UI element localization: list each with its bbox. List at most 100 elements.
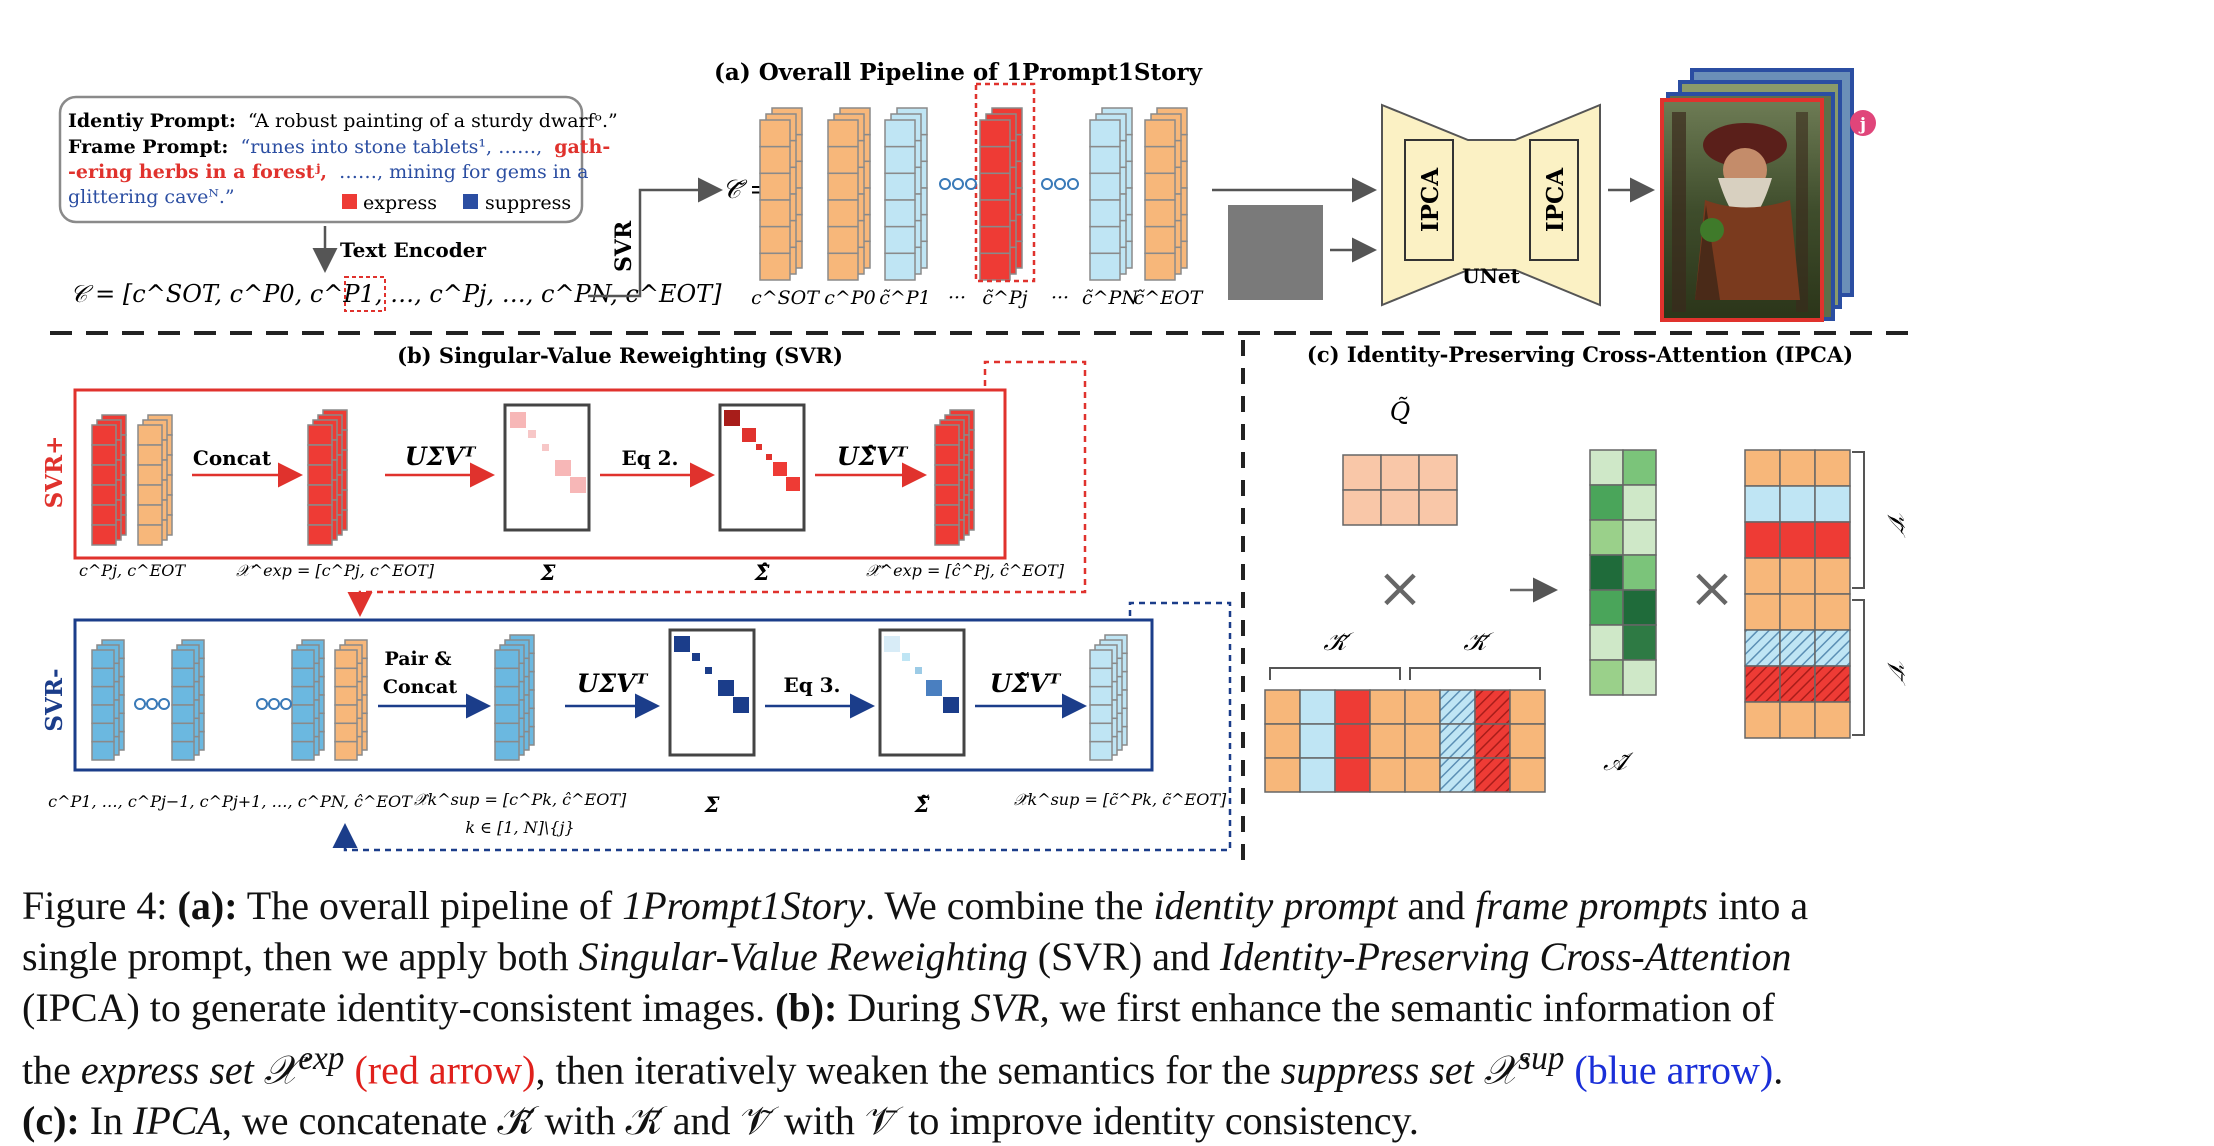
attention-cell (1622, 449, 1657, 486)
ellipsis-dot (268, 698, 280, 710)
token-cell (827, 172, 859, 201)
token-cell (291, 740, 315, 761)
legend-suppress-label: suppress (485, 192, 571, 214)
caption-line-1: Figure 4: (a): The overall pipeline of 1… (22, 883, 1809, 928)
v-cell (1814, 593, 1851, 631)
ipca-block-1: IPCA (1417, 167, 1444, 232)
v-cell (1779, 665, 1816, 703)
attention-cell (1589, 624, 1624, 661)
svr-minus-label: SVR- (41, 668, 68, 731)
ellipsis-dot (1054, 178, 1066, 190)
token-cell (137, 464, 163, 486)
svr-minus-box (73, 618, 1154, 772)
svr-plus-box (73, 388, 1007, 560)
token-cell (334, 704, 358, 725)
token-cell (884, 252, 916, 281)
token-cell (827, 225, 859, 255)
output-images: j (1660, 68, 1876, 322)
q-cell (1380, 489, 1420, 526)
token-cell (759, 199, 791, 228)
ellipsis-dot (965, 178, 977, 190)
col-label: c̃^P1 (879, 287, 930, 309)
col-label: c̃^EOT (1134, 287, 1204, 309)
token-cell (827, 145, 859, 175)
token-cell (884, 172, 916, 201)
k-cell (1439, 689, 1476, 725)
identity-prompt-text: “A robust painting of a sturdy dwarfᵒ.” (248, 110, 618, 132)
token-cell (1144, 199, 1176, 228)
unet-block: IPCA IPCA UNet (1381, 103, 1601, 307)
token-cell (1089, 252, 1121, 281)
k-cell (1369, 723, 1406, 759)
token-cell (91, 722, 115, 743)
attention-cell (1622, 659, 1657, 696)
multiply-sign-2: × (1689, 556, 1736, 621)
pair-label: Pair & (384, 648, 451, 670)
figure: (a) Overall Pipeline of 1Prompt1Story Id… (41, 59, 1911, 860)
token-cell (494, 722, 520, 743)
token-cell (171, 722, 195, 743)
token-cell (171, 685, 195, 706)
token-cell (979, 199, 1011, 228)
panel-a-title: (a) Overall Pipeline of 1Prompt1Story (714, 59, 1203, 86)
red-feedback-path (347, 360, 1087, 617)
token-cell (494, 667, 520, 688)
k-cell (1439, 757, 1476, 793)
ellipsis-dot (1067, 178, 1079, 190)
v-cell (1744, 449, 1781, 487)
token-cell (494, 685, 520, 706)
token-cell (759, 145, 791, 175)
col-label: c̃^PN (1082, 287, 1139, 309)
sigma-entry (674, 636, 690, 652)
token-cell (307, 444, 333, 466)
q-cell (1342, 454, 1382, 491)
sigma-entry (756, 444, 762, 450)
v-cell (1779, 521, 1816, 559)
label-sigma-hat: Σ̂ (754, 560, 770, 585)
v-cell (1814, 521, 1851, 559)
label-sigma-minus: Σ (704, 792, 720, 817)
ellipsis-dot (134, 698, 146, 710)
label-sigma-plus: Σ (540, 560, 556, 585)
token-cell (91, 667, 115, 688)
q-matrix (1342, 454, 1458, 526)
v-cell (1779, 629, 1816, 667)
sigma-entry (786, 477, 800, 491)
token-cell (884, 225, 916, 255)
token-cell (884, 199, 916, 228)
k-cell (1474, 757, 1511, 793)
sigma-entry (766, 454, 772, 460)
token-cell (979, 252, 1011, 281)
token-cell (1089, 145, 1121, 175)
sigma-entry (528, 430, 536, 438)
svr-minus-labels: c^P1, …, c^Pj−1, c^Pj+1, …, c^PN, ĉ^EOT … (48, 790, 1227, 837)
label-cp-list: c^P1, …, c^Pj−1, c^Pj+1, …, c^PN, ĉ^EOT (48, 792, 413, 811)
token-cell (307, 424, 333, 446)
k-cell (1509, 757, 1546, 793)
label-x-sup-tilde: 𝒳̃k^sup = [c̃^Pk, c̃^EOT] (1014, 790, 1227, 809)
v-cell (1814, 449, 1851, 487)
v-cell (1814, 485, 1851, 523)
multiply-sign-1: × (1377, 556, 1424, 621)
token-cell (1089, 667, 1113, 688)
label-x-exp-hat: 𝒳̂^exp = [ĉ^Pj, ĉ^EOT] (866, 561, 1065, 580)
token-cell (137, 484, 163, 506)
k-cell (1369, 757, 1406, 793)
token-cell (979, 225, 1011, 255)
v-bar-label: 𝒱̄ (1882, 658, 1911, 687)
token-cell (827, 199, 859, 228)
a-tilde-label: 𝒜̃ (1603, 747, 1634, 776)
k-cell (1299, 723, 1336, 759)
usv-label-minus: UΣVᵀ (577, 669, 649, 698)
ellipsis-dot (952, 178, 964, 190)
token-cell (1089, 704, 1113, 725)
token-cell (334, 722, 358, 743)
label-cpj-ceot: c^Pj, c^EOT (79, 561, 186, 580)
token-cell (759, 225, 791, 255)
token-cell (307, 504, 333, 526)
attention-matrix (1589, 449, 1657, 696)
sigma-entry (915, 667, 922, 674)
k-cell (1334, 689, 1371, 725)
k-bar-brace (1409, 667, 1541, 680)
badge-label: j (1858, 115, 1866, 135)
